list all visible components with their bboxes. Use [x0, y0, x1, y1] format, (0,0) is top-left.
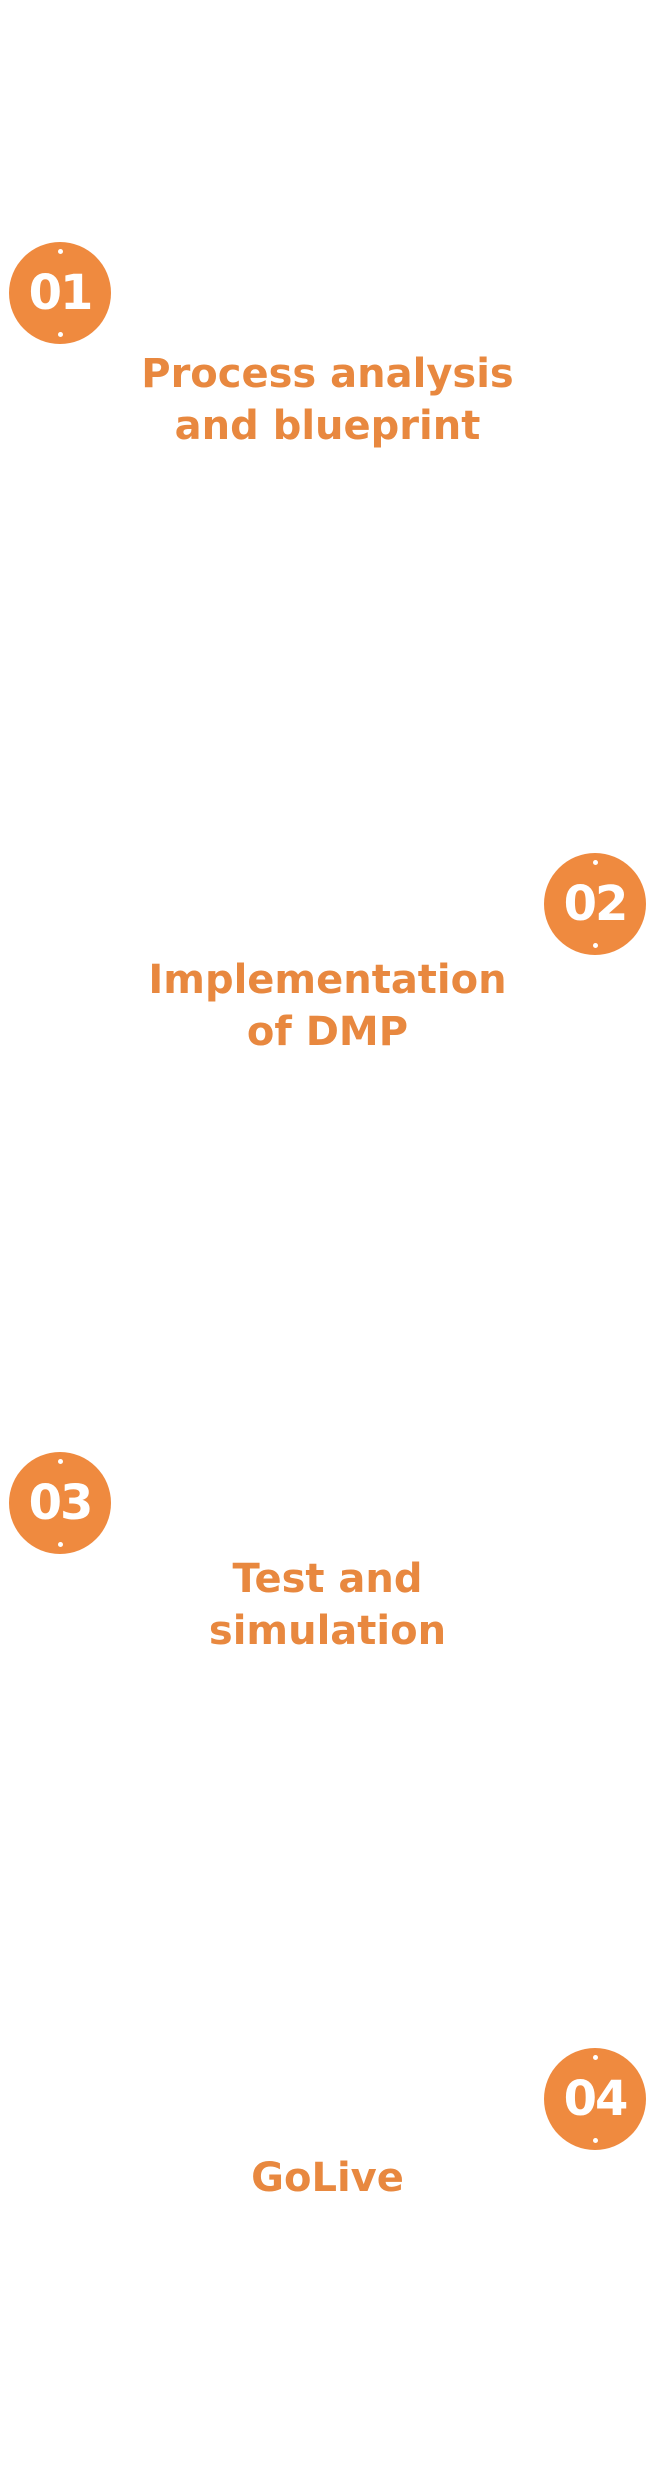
badge-dot-icon — [592, 943, 598, 948]
step-title: GoLive — [251, 2155, 404, 2201]
step-number: 02 — [563, 876, 629, 932]
step-number-badge: 03 — [9, 1452, 111, 1554]
step-title: Process analysis and blueprint — [141, 351, 514, 449]
badge-dot-icon — [592, 2138, 598, 2143]
step-number: 03 — [28, 1475, 94, 1531]
badge-dot-icon — [57, 1542, 63, 1547]
step-title: Implementation of DMP — [148, 957, 507, 1055]
badge-dot-icon — [57, 249, 63, 254]
badge-dot-icon — [592, 2055, 598, 2060]
step-title: Test and simulation — [208, 1556, 447, 1654]
step-number-badge: 04 — [544, 2048, 646, 2150]
step-number-badge: 02 — [544, 853, 646, 955]
step-number-badge: 01 — [9, 242, 111, 344]
badge-dot-icon — [57, 1459, 63, 1464]
step-number: 01 — [28, 265, 94, 321]
badge-dot-icon — [57, 332, 63, 337]
step-number: 04 — [563, 2071, 629, 2127]
badge-dot-icon — [592, 860, 598, 865]
